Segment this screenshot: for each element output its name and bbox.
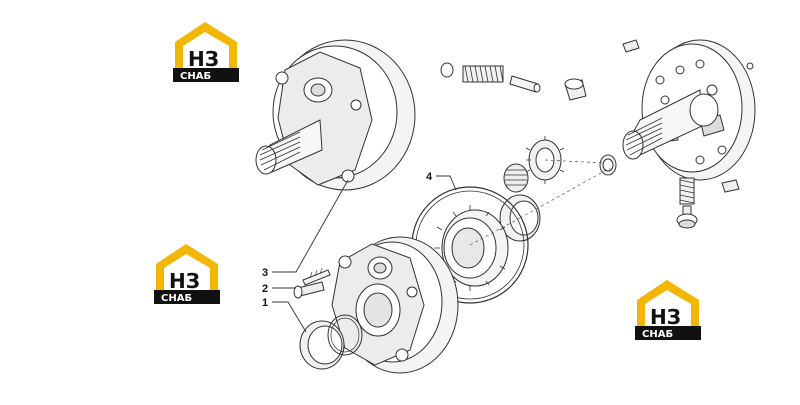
right-lower-parts bbox=[676, 177, 740, 229]
screw-part-3 bbox=[302, 267, 331, 286]
right-shaft-spline bbox=[625, 117, 663, 156]
upper-pump-housing bbox=[255, 39, 416, 191]
logo-top-left: НЗ СНАБ bbox=[173, 22, 239, 82]
pin-top-right bbox=[622, 39, 640, 53]
callout-leaders bbox=[272, 175, 457, 333]
bolt-part-2 bbox=[293, 281, 325, 299]
leader-3 bbox=[272, 179, 349, 273]
small-parts-row bbox=[440, 39, 754, 101]
callout-label-3: 3 bbox=[262, 267, 268, 279]
callout-label-4: 4 bbox=[426, 171, 433, 183]
centre-parts bbox=[411, 136, 617, 304]
screw-tiny bbox=[746, 62, 754, 70]
logo-middle-left: НЗ СНАБ bbox=[154, 244, 220, 304]
logo-letters: НЗ bbox=[169, 269, 200, 293]
logo-word: СНАБ bbox=[180, 71, 211, 82]
pin-right-lower bbox=[721, 179, 740, 193]
leader-4 bbox=[436, 175, 457, 191]
logo-bottom-right: НЗ СНАБ bbox=[635, 280, 701, 340]
spring-top bbox=[462, 65, 504, 83]
leader-1 bbox=[272, 301, 307, 333]
lower-left-parts bbox=[293, 267, 363, 370]
assembly-guide-lines bbox=[469, 159, 611, 246]
logo-word: СНАБ bbox=[161, 293, 192, 304]
plug-top bbox=[564, 78, 587, 101]
logo-letters: НЗ bbox=[650, 305, 681, 329]
spring-right bbox=[679, 177, 695, 205]
upper-shaft-spline bbox=[259, 131, 301, 171]
large-gear bbox=[434, 205, 509, 291]
logo-word: СНАБ bbox=[642, 329, 673, 340]
callout-label-2: 2 bbox=[262, 283, 268, 295]
needle-bearing bbox=[503, 163, 529, 193]
pin-top bbox=[509, 75, 541, 93]
seal-ring bbox=[599, 154, 617, 176]
ring-small bbox=[440, 62, 454, 78]
valve-right bbox=[676, 205, 698, 229]
o-ring-part-1 bbox=[327, 314, 363, 356]
right-cover-plate bbox=[622, 39, 756, 181]
lower-pump-housing bbox=[331, 236, 459, 374]
callout-label-1: 1 bbox=[262, 297, 268, 309]
seal-part-1 bbox=[299, 320, 345, 370]
logo-letters: НЗ bbox=[188, 47, 219, 71]
